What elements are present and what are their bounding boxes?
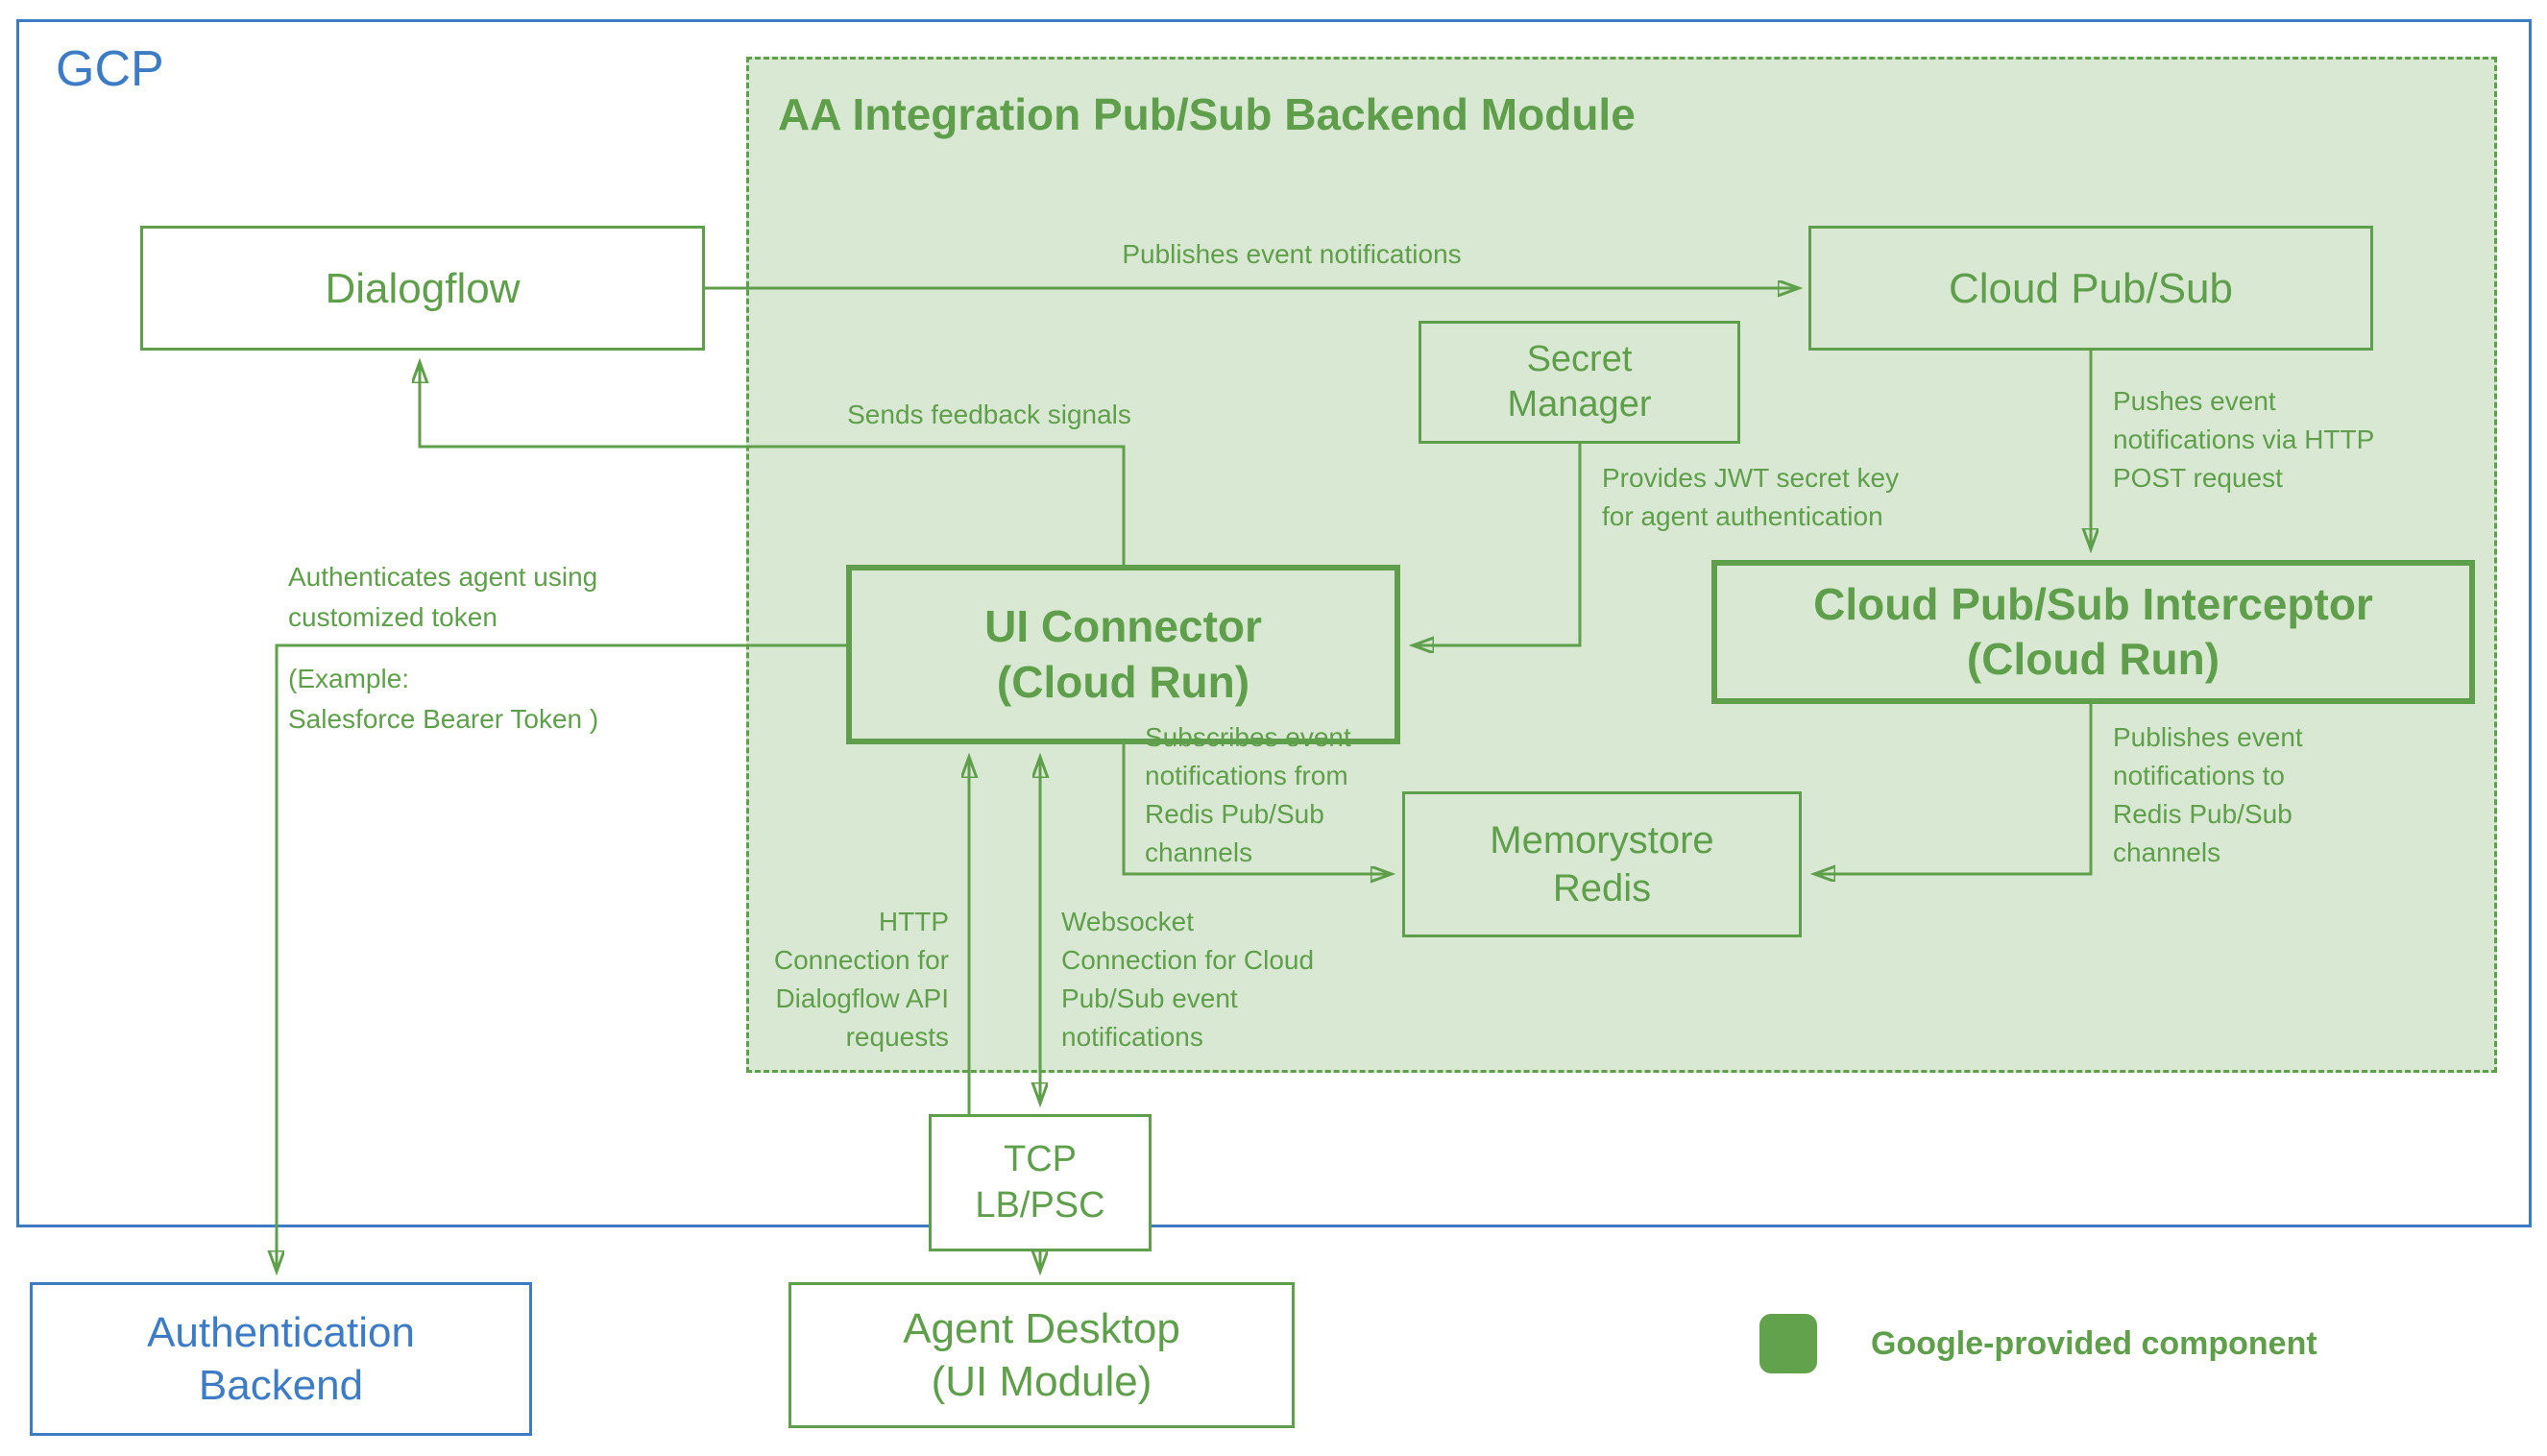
dialogflow-label: Dialogflow bbox=[325, 264, 521, 312]
ui-connector-label-line1: UI Connector bbox=[984, 601, 1262, 651]
memorystore-redis-node: Memorystore Redis bbox=[1402, 791, 1802, 937]
edge-publishes-redis-line bbox=[1815, 704, 2093, 874]
legend-google-component-swatch bbox=[1759, 1314, 1817, 1373]
agent-desktop-node: Agent Desktop (UI Module) bbox=[788, 1282, 1295, 1428]
cloud-pubsub-label: Cloud Pub/Sub bbox=[1949, 264, 2233, 312]
cloud-pubsub-interceptor-node: Cloud Pub/Sub Interceptor (Cloud Run) bbox=[1711, 560, 2475, 704]
agent-desktop-label-line2: (UI Module) bbox=[931, 1358, 1152, 1405]
publishes-event-label: Publishes event notifications bbox=[1122, 239, 1462, 269]
tcp-lb-label-line2: LB/PSC bbox=[975, 1184, 1105, 1225]
interceptor-label-line1: Cloud Pub/Sub Interceptor bbox=[1813, 578, 2373, 629]
secret-manager-label-line1: Secret bbox=[1526, 338, 1633, 379]
tcp-lb-label-line1: TCP bbox=[1004, 1139, 1077, 1179]
gcp-label: GCP bbox=[56, 41, 164, 97]
subscribes-event-label: Subscribes event notifications from Redi… bbox=[1145, 722, 1351, 867]
http-connection-label: HTTP Connection for Dialogflow API reque… bbox=[773, 907, 949, 1052]
edge-feedback-line bbox=[420, 363, 1126, 565]
memorystore-label-line2: Redis bbox=[1552, 867, 1652, 910]
ui-connector-label-line2: (Cloud Run) bbox=[996, 656, 1250, 707]
edge-provides-line bbox=[1414, 444, 1582, 645]
dialogflow-node: Dialogflow bbox=[140, 226, 705, 351]
ui-connector-node: UI Connector (Cloud Run) bbox=[846, 565, 1400, 744]
authentication-backend-node: Authentication Backend bbox=[30, 1282, 532, 1436]
module-title: AA Integration Pub/Sub Backend Module bbox=[778, 89, 1636, 139]
pushes-event-label: Pushes event notifications via HTTP POST… bbox=[2113, 386, 2375, 493]
memorystore-label-line1: Memorystore bbox=[1490, 819, 1714, 861]
provides-jwt-label: Provides JWT secret key for agent authen… bbox=[1602, 463, 1900, 531]
tcp-lb-psc-node: TCP LB/PSC bbox=[929, 1114, 1152, 1251]
websocket-connection-label: Websocket Connection for Cloud Pub/Sub e… bbox=[1061, 907, 1315, 1052]
cloud-pubsub-node: Cloud Pub/Sub bbox=[1808, 226, 2373, 351]
agent-desktop-label-line1: Agent Desktop bbox=[903, 1305, 1180, 1352]
sends-feedback-label: Sends feedback signals bbox=[847, 400, 1131, 429]
secret-manager-node: Secret Manager bbox=[1419, 321, 1740, 444]
auth-backend-label-line2: Backend bbox=[198, 1362, 364, 1409]
publishes-to-redis-label: Publishes event notifications to Redis P… bbox=[2113, 722, 2303, 867]
auth-backend-label-line1: Authentication bbox=[147, 1309, 415, 1356]
edge-authenticates-line bbox=[277, 643, 846, 1271]
legend-google-component-label: Google-provided component bbox=[1871, 1325, 2317, 1362]
edge-subscribes-line bbox=[1122, 744, 1391, 874]
authenticates-agent-label-top: Authenticates agent using customized tok… bbox=[288, 562, 598, 632]
secret-manager-label-line2: Manager bbox=[1507, 384, 1652, 425]
authenticates-agent-label-bottom: (Example: Salesforce Bearer Token ) bbox=[288, 664, 599, 734]
interceptor-label-line2: (Cloud Run) bbox=[1966, 634, 2220, 684]
